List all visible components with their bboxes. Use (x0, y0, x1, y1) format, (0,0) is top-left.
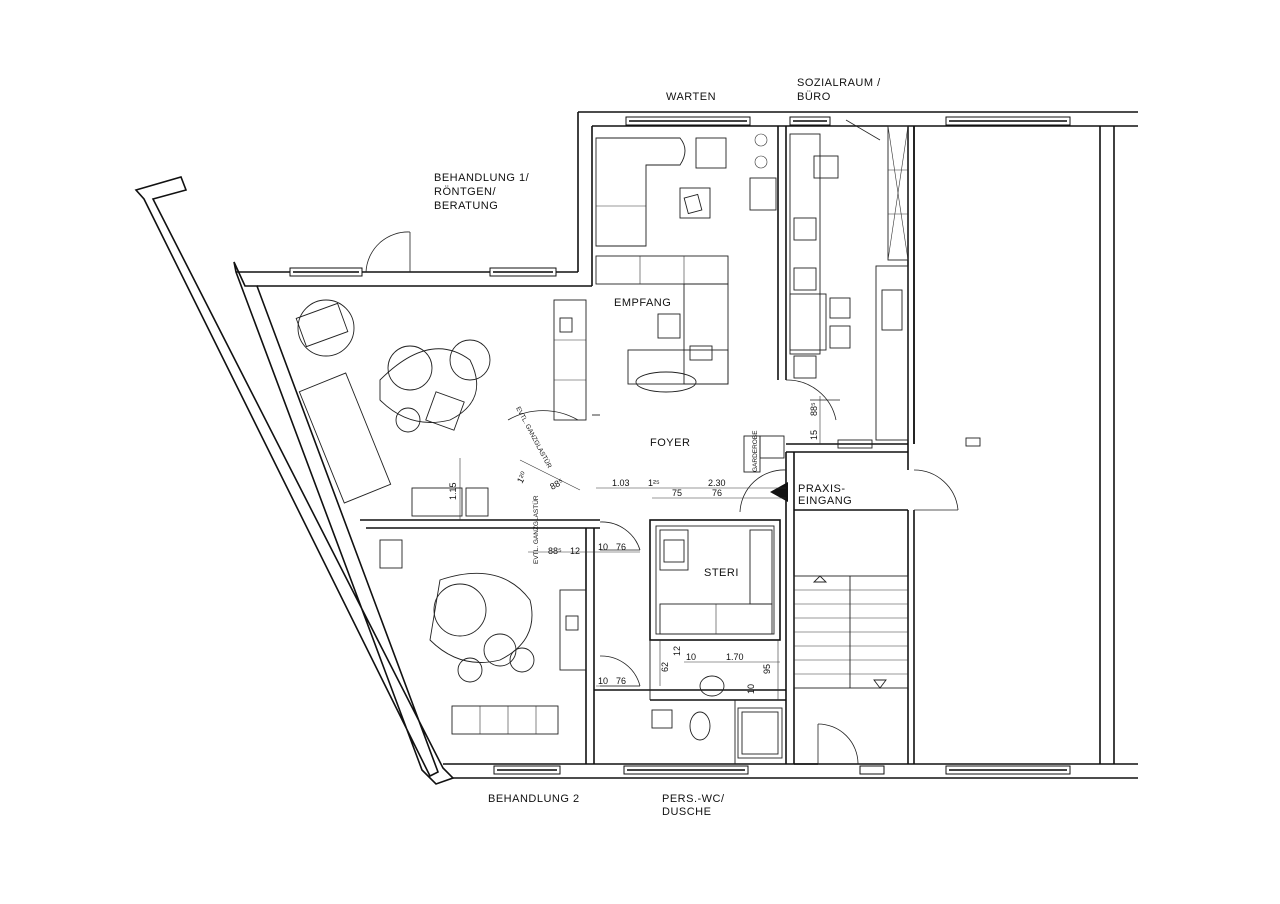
interior-walls (360, 126, 915, 765)
label-roentgen: RÖNTGEN/ (434, 186, 497, 198)
label-warten: WARTEN (666, 91, 716, 103)
dim-12: 12 (570, 546, 580, 556)
dim-10b: 10 (598, 676, 608, 686)
dim-1-15: 1.15 (448, 482, 458, 500)
label-behandlung-2: BEHANDLUNG 2 (488, 793, 580, 805)
dimension-lines (459, 396, 821, 700)
furniture (295, 125, 981, 759)
label-foyer: FOYER (650, 437, 690, 449)
dim-2-30: 2.30 (708, 478, 726, 488)
dimension-labels: 1.03 1²⁵ 2.30 75 76 1.15 1²⁰ 88⁵ 88⁵ 88⁵… (448, 402, 819, 694)
label-pers-wc: PERS.-WC/ (662, 793, 725, 805)
dim-10c: 10 (686, 652, 696, 662)
stairs (793, 575, 909, 689)
dim-76b: 76 (616, 542, 626, 552)
label-sozialraum: SOZIALRAUM / (797, 77, 881, 89)
doors (365, 119, 959, 765)
annotation-garderobe: GARDEROBE (752, 430, 759, 472)
room-labels: WARTEN SOZIALRAUM / BÜRO BEHANDLUNG 1/ R… (434, 77, 881, 818)
dim-1-70: 1.70 (726, 652, 744, 662)
dim-885-c: 88⁵ (809, 402, 819, 416)
dim-76c: 76 (616, 676, 626, 686)
dim-10a: 10 (598, 542, 608, 552)
dim-76a: 76 (712, 488, 722, 498)
outer-walls (134, 111, 1138, 785)
label-steri: STERI (704, 567, 739, 579)
dim-62: 62 (660, 662, 670, 672)
dim-10d: 10 (746, 684, 756, 694)
label-behandlung-1: BEHANDLUNG 1/ (434, 172, 530, 184)
dim-95: 95 (762, 664, 772, 674)
dim-120: 1²⁰ (515, 470, 529, 485)
label-dusche: DUSCHE (662, 806, 711, 818)
label-eingang: EINGANG (798, 495, 852, 507)
dim-75: 75 (672, 488, 682, 498)
dim-1-03: 1.03 (612, 478, 630, 488)
label-praxis: PRAXIS- (798, 483, 846, 495)
dim-15: 15 (809, 430, 819, 440)
dim-125: 1²⁵ (648, 478, 660, 488)
label-empfang: EMPFANG (614, 297, 671, 309)
dim-12b: 12 (672, 646, 682, 656)
windows (289, 116, 1071, 775)
label-beratung: BERATUNG (434, 200, 498, 212)
label-buero: BÜRO (797, 91, 831, 103)
annotation-glass-door-2: EVTL. GANZGLASTÜR (532, 495, 540, 564)
dim-885-a: 88⁵ (548, 476, 565, 491)
dim-885-b: 88⁵ (548, 546, 562, 556)
